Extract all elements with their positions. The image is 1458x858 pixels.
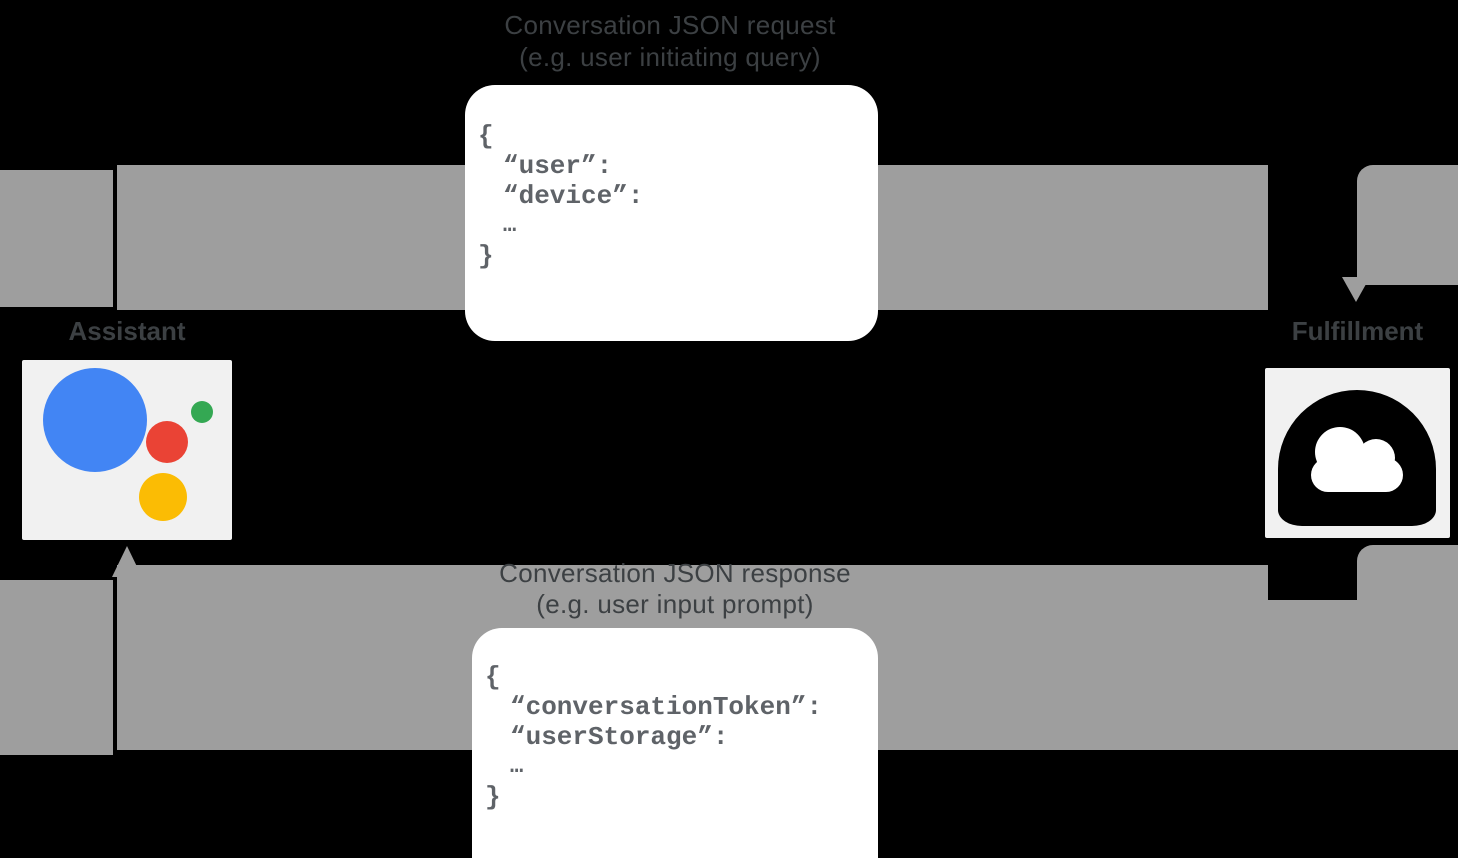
assistant-tile	[22, 360, 232, 540]
response-flow-band-corner	[1268, 600, 1357, 750]
response-label-line1: Conversation JSON response	[499, 558, 851, 588]
cloud-base	[1311, 458, 1403, 492]
code-line: }	[478, 241, 494, 271]
response-json-bubble: { “conversationToken”: “userStorage”: … …	[472, 628, 878, 858]
response-arrowhead-icon	[112, 546, 142, 577]
request-label-line2: (e.g. user initiating query)	[519, 42, 821, 72]
code-line: {	[478, 121, 494, 151]
request-label-line1: Conversation JSON request	[504, 10, 836, 40]
code-line: …	[510, 754, 524, 779]
request-json-bubble: { “user”: “device”: … }	[465, 85, 878, 341]
request-flow-band-rightcol	[1357, 165, 1458, 285]
assistant-node-label: Assistant	[68, 316, 186, 346]
assistant-red-circle	[146, 421, 188, 463]
fulfillment-tile	[1265, 368, 1450, 538]
request-arrowhead-icon	[1342, 277, 1370, 302]
code-line: “user”:	[503, 151, 613, 181]
assistant-blue-circle	[43, 368, 147, 472]
response-label-line2: (e.g. user input prompt)	[536, 589, 814, 619]
assistant-yellow-circle	[139, 473, 187, 521]
code-line: “userStorage”:	[510, 722, 729, 752]
fulfillment-node-label: Fulfillment	[1291, 316, 1424, 346]
code-line: …	[503, 213, 517, 238]
code-line: “device”:	[503, 181, 644, 211]
response-flow-band-left	[0, 580, 113, 755]
code-line: }	[485, 782, 501, 812]
assistant-green-circle	[191, 401, 213, 423]
cloud-icon	[1278, 390, 1436, 526]
code-line: “conversationToken”:	[510, 692, 823, 722]
code-line: {	[485, 662, 501, 692]
response-flow-band-rightcol	[1357, 545, 1458, 750]
request-flow-band-left	[0, 170, 113, 307]
